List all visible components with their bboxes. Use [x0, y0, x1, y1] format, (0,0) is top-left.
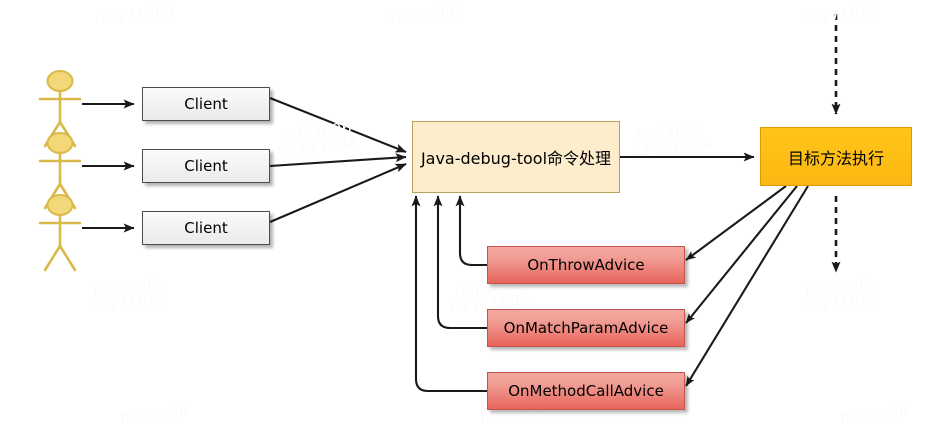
client-box-1[interactable]: Client [142, 87, 270, 121]
arrow-target-onmethodcalladvice [685, 185, 809, 387]
arrow-onmethodcalladvice-core [411, 195, 487, 393]
on-match-param-advice-box[interactable]: OnMatchParamAdvice [487, 309, 685, 347]
client-box-3[interactable]: Client [142, 211, 270, 245]
actor-figure-3 [38, 194, 82, 272]
on-throw-advice-box[interactable]: OnThrowAdvice [487, 246, 685, 284]
arrow-client2-core [269, 153, 407, 168]
client-box-2[interactable]: Client [142, 149, 270, 183]
on-method-call-advice-box[interactable]: OnMethodCallAdvice [487, 372, 685, 410]
target-method-execution-box[interactable]: 目标方法执行 [760, 127, 912, 186]
arrow-onthrowadvice-core [455, 195, 487, 267]
java-debug-tool-command-processing-box[interactable]: Java-debug-tool命令处理 [412, 121, 620, 193]
arrow-client3-core [269, 163, 407, 223]
arrow-target-onthrowadvice [685, 185, 787, 261]
arrow-client1-core [269, 97, 407, 153]
arrow-onmatchparamadvice-core [433, 195, 487, 330]
arrow-target-onmatchparamadvice [685, 185, 798, 324]
